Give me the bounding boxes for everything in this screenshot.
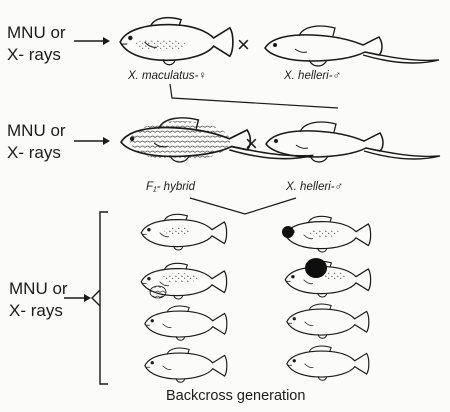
treatment-label-backcross: MNU or X- rays [9, 279, 68, 320]
f1-hybrid-fish [120, 116, 315, 163]
label-helleri-male-2: X. helleri-♂ [286, 181, 344, 193]
caption-backcross-generation: Backcross generation [166, 388, 306, 404]
label-helleri-male-1: X. helleri-♂ [284, 70, 342, 82]
arrow-row1 [74, 37, 110, 45]
label-f1-hybrid: F₁- hybrid [146, 181, 195, 193]
connector-line-2 [189, 197, 297, 215]
maculatus-female-fish [119, 16, 234, 66]
cross-symbol-row1: × [237, 32, 250, 57]
helleri-male-fish-1 [264, 25, 440, 67]
backcross-fish-right-1 [282, 215, 372, 253]
backcross-bracket [91, 211, 108, 385]
backcross-fish-right-2 [284, 258, 372, 298]
connector-line-1 [169, 83, 339, 109]
backcross-fish-left-4 [144, 347, 228, 383]
backcross-fish-right-3 [286, 303, 370, 339]
treatment-label-row1: MNU or X- rays [7, 23, 66, 64]
backcross-fish-left-1 [140, 213, 228, 251]
backcross-fish-right-4 [286, 345, 370, 381]
label-maculatus-female: X. maculatus-♀ [128, 70, 207, 82]
helleri-male-fish-2 [265, 121, 441, 163]
treatment-label-row2: MNU or X- rays [7, 121, 66, 162]
backcross-fish-left-3 [144, 305, 228, 341]
arrow-row2 [74, 137, 110, 145]
arrow-backcross [64, 294, 91, 302]
cross-symbol-row2: × [245, 131, 258, 156]
backcross-fish-left-2 [140, 262, 228, 300]
